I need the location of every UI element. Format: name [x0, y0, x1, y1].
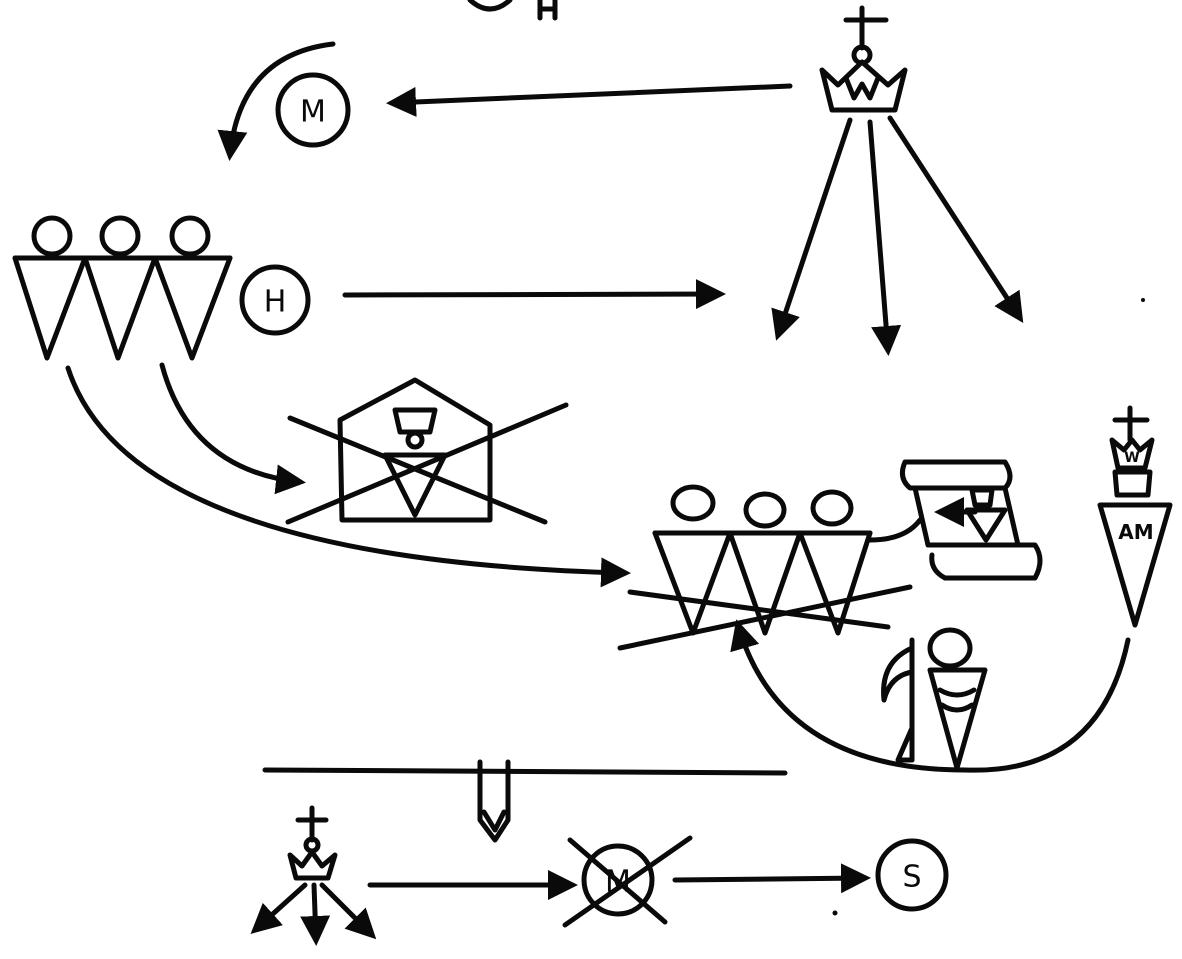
three-people-left — [15, 218, 230, 358]
soldier-icon-crowned: W AM — [1100, 408, 1170, 625]
guard-icon — [884, 630, 985, 768]
top-cutoff-glyph — [470, 0, 555, 18]
circle-s: S — [878, 841, 946, 909]
svg-text:H: H — [264, 285, 287, 320]
svg-text:S: S — [902, 860, 921, 895]
house-icon-crossed — [288, 380, 566, 522]
circle-m-bottom-crossed: M — [565, 838, 690, 925]
circle-h: H — [242, 267, 308, 333]
svg-text:AM: AM — [1118, 520, 1153, 544]
crown-cross-icon-top — [822, 8, 905, 110]
ink-dot-2 — [1141, 298, 1145, 302]
arrow-crown-to-m — [392, 86, 790, 103]
divider-line — [265, 770, 785, 773]
arrow-people-to-house — [162, 365, 300, 482]
arrow-return-arc — [738, 625, 1128, 770]
svg-text:M: M — [300, 95, 326, 130]
arrow-m-to-s — [675, 878, 865, 880]
crown-fan-arrows — [778, 118, 1020, 350]
crown-cross-icon-bottom — [255, 808, 372, 940]
ink-dot — [833, 911, 838, 916]
circle-m-top: M — [278, 75, 348, 145]
svg-text:W: W — [1124, 450, 1139, 466]
scroll-icon — [870, 462, 1040, 578]
arrow-h-right — [345, 294, 720, 295]
three-people-right — [620, 487, 910, 648]
arrow-people-to-group — [68, 368, 625, 573]
